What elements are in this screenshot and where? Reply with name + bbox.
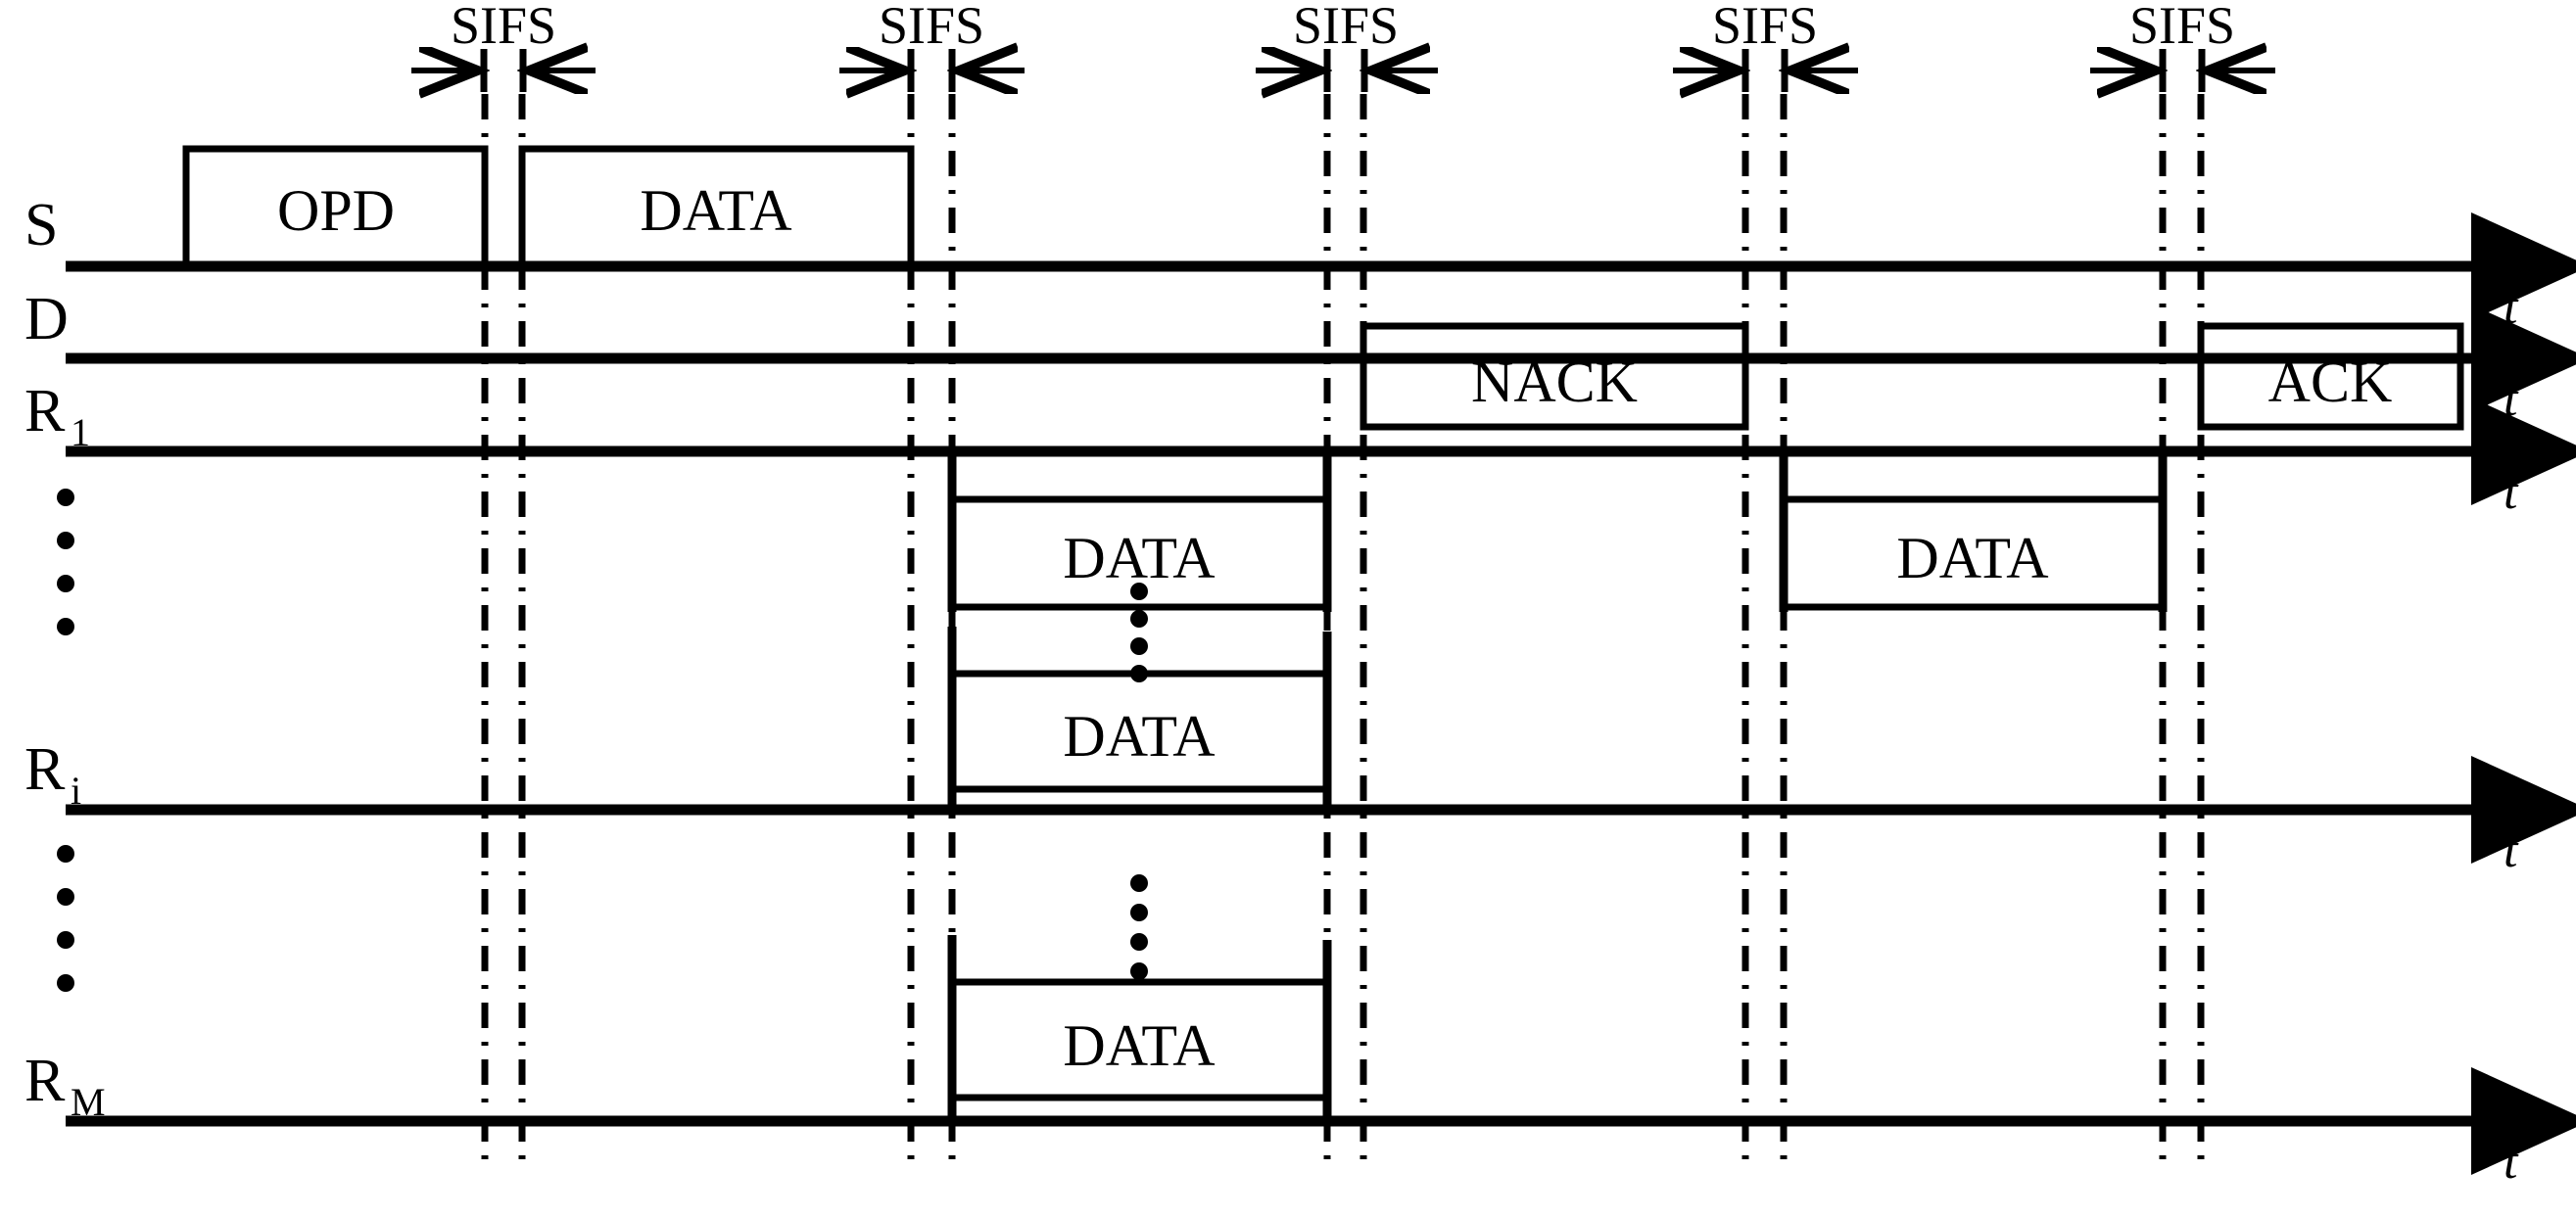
axis-label-t-D: t	[2504, 371, 2519, 427]
frame-label-s-data: DATA	[640, 178, 791, 243]
frame-label-ri-data: DATA	[1063, 704, 1215, 769]
frame-box-r1-data-2	[1780, 495, 2167, 611]
row-label-D: D	[24, 286, 69, 352]
vertical-ellipsis-frames-Ri-RM	[1130, 874, 1148, 980]
row-label-RM-subscript: M	[71, 1080, 106, 1124]
ellipsis-dot	[57, 845, 74, 863]
row-label-Ri: R	[24, 736, 66, 803]
time-axes	[66, 212, 2576, 1175]
sifs-label-1: SIFS	[451, 0, 556, 55]
vertical-ellipsis-left-R1-Ri	[57, 489, 74, 635]
ellipsis-dot	[1130, 610, 1148, 628]
relay-riser-walls	[947, 450, 2168, 1124]
row-label-Ri-subscript: i	[71, 769, 81, 813]
row-label-S: S	[24, 192, 58, 258]
frame-box-s-data	[518, 145, 915, 270]
frame-box-nack	[1360, 322, 1749, 431]
frame-label-r1-data-1: DATA	[1063, 526, 1215, 590]
row-label-R1: R	[24, 378, 66, 445]
frame-box-labels: OPD DATA NACK ACK DATA DATA DATA DATA	[277, 178, 2392, 1078]
ellipsis-dot	[57, 931, 74, 949]
row-labels: S D R 1 R i R M	[24, 192, 106, 1124]
ellipsis-dot	[57, 618, 74, 635]
frame-box-opd	[182, 145, 489, 270]
ellipsis-dot	[1130, 874, 1148, 892]
sifs-markers: SIFS SIFS SIFS SIFS SIFS	[411, 0, 2275, 92]
axis-label-t-S: t	[2504, 279, 2519, 335]
ellipsis-dot	[57, 489, 74, 506]
sifs-label-3: SIFS	[1293, 0, 1399, 55]
ellipsis-dot	[1130, 933, 1148, 951]
frame-label-ack: ACK	[2268, 350, 2393, 414]
ellipsis-dot	[1130, 904, 1148, 921]
ellipsis-dot	[57, 974, 74, 992]
frame-boxes	[182, 145, 2464, 1101]
ellipsis-dot	[1130, 637, 1148, 655]
axis-label-t-Ri: t	[2504, 822, 2519, 878]
sifs-label-2: SIFS	[879, 0, 984, 55]
ellipsis-dot	[57, 532, 74, 549]
vertical-ellipsis-frames-R1-Ri	[1130, 583, 1148, 682]
row-label-RM: R	[24, 1048, 66, 1114]
ellipsis-dot	[1130, 665, 1148, 682]
ellipsis-dot	[57, 888, 74, 906]
sifs-guide-lines	[481, 94, 2205, 1165]
sifs-label-4: SIFS	[1712, 0, 1818, 55]
vertical-ellipsis-left-Ri-RM	[57, 845, 74, 992]
ellipsis-dot	[1130, 962, 1148, 980]
ellipsis-dot	[1130, 583, 1148, 600]
frame-box-ri-data	[948, 670, 1331, 793]
frame-label-r1-data-2: DATA	[1896, 526, 2048, 590]
frame-label-rm-data: DATA	[1063, 1013, 1215, 1078]
sifs-label-5: SIFS	[2129, 0, 2235, 55]
time-axis-labels: t t t t t	[2504, 279, 2519, 1190]
frame-box-ack	[2197, 322, 2464, 431]
axis-label-t-RM: t	[2504, 1134, 2519, 1190]
row-label-R1-subscript: 1	[71, 410, 90, 454]
ellipsis-dot	[57, 575, 74, 592]
axis-label-t-R1: t	[2504, 464, 2519, 520]
frame-label-opd: OPD	[277, 178, 395, 243]
frame-label-nack: NACK	[1471, 350, 1638, 414]
